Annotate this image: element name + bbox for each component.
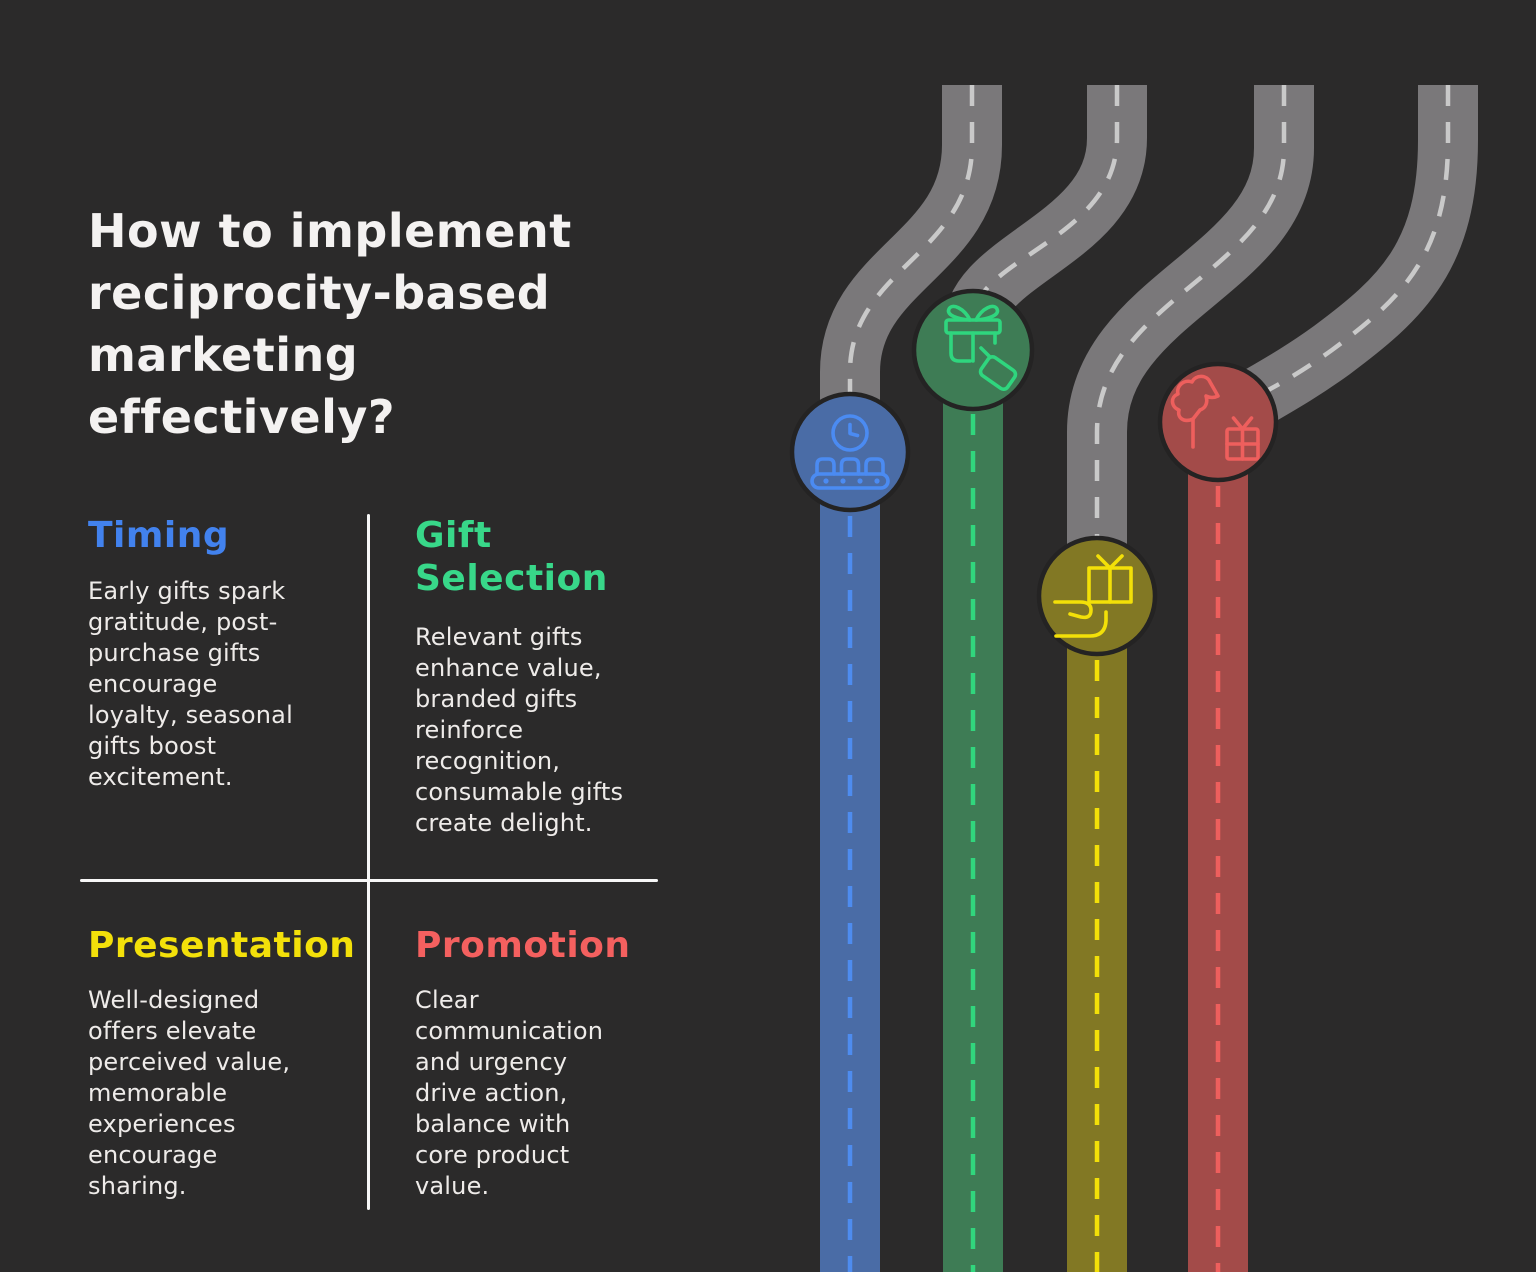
stop-circle-promotion bbox=[1157, 361, 1279, 483]
hand-gift-icon bbox=[1053, 554, 1133, 638]
section-heading-promotion: Promotion bbox=[415, 925, 631, 966]
section-heading-presentation: Presentation bbox=[88, 925, 356, 966]
section-heading-gift-selection: Gift Selection bbox=[415, 515, 608, 599]
flag-gift-icon bbox=[1170, 374, 1260, 461]
road-dash-promotion bbox=[1239, 85, 1451, 407]
road-dash-timing bbox=[847, 85, 975, 420]
section-body-gift-selection: Relevant gifts enhance value, branded gi… bbox=[415, 623, 624, 837]
quadrant-divider-horizontal bbox=[80, 879, 658, 882]
section-body-promotion: Clear communication and urgency drive ac… bbox=[415, 986, 604, 1200]
quadrant-divider-vertical bbox=[367, 514, 370, 1210]
stop-circle-timing bbox=[789, 391, 911, 513]
page-title: How to implement reciprocity-based marke… bbox=[88, 204, 572, 444]
section-body-timing: Early gifts spark gratitude, post-purcha… bbox=[88, 577, 293, 791]
section-heading-timing: Timing bbox=[88, 515, 230, 556]
road-dash-presentation bbox=[1094, 85, 1287, 560]
section-body-presentation: Well-designed offers elevate perceived v… bbox=[88, 986, 291, 1200]
gift-tag-icon bbox=[944, 304, 1018, 392]
clock-conveyor-icon bbox=[810, 414, 890, 490]
